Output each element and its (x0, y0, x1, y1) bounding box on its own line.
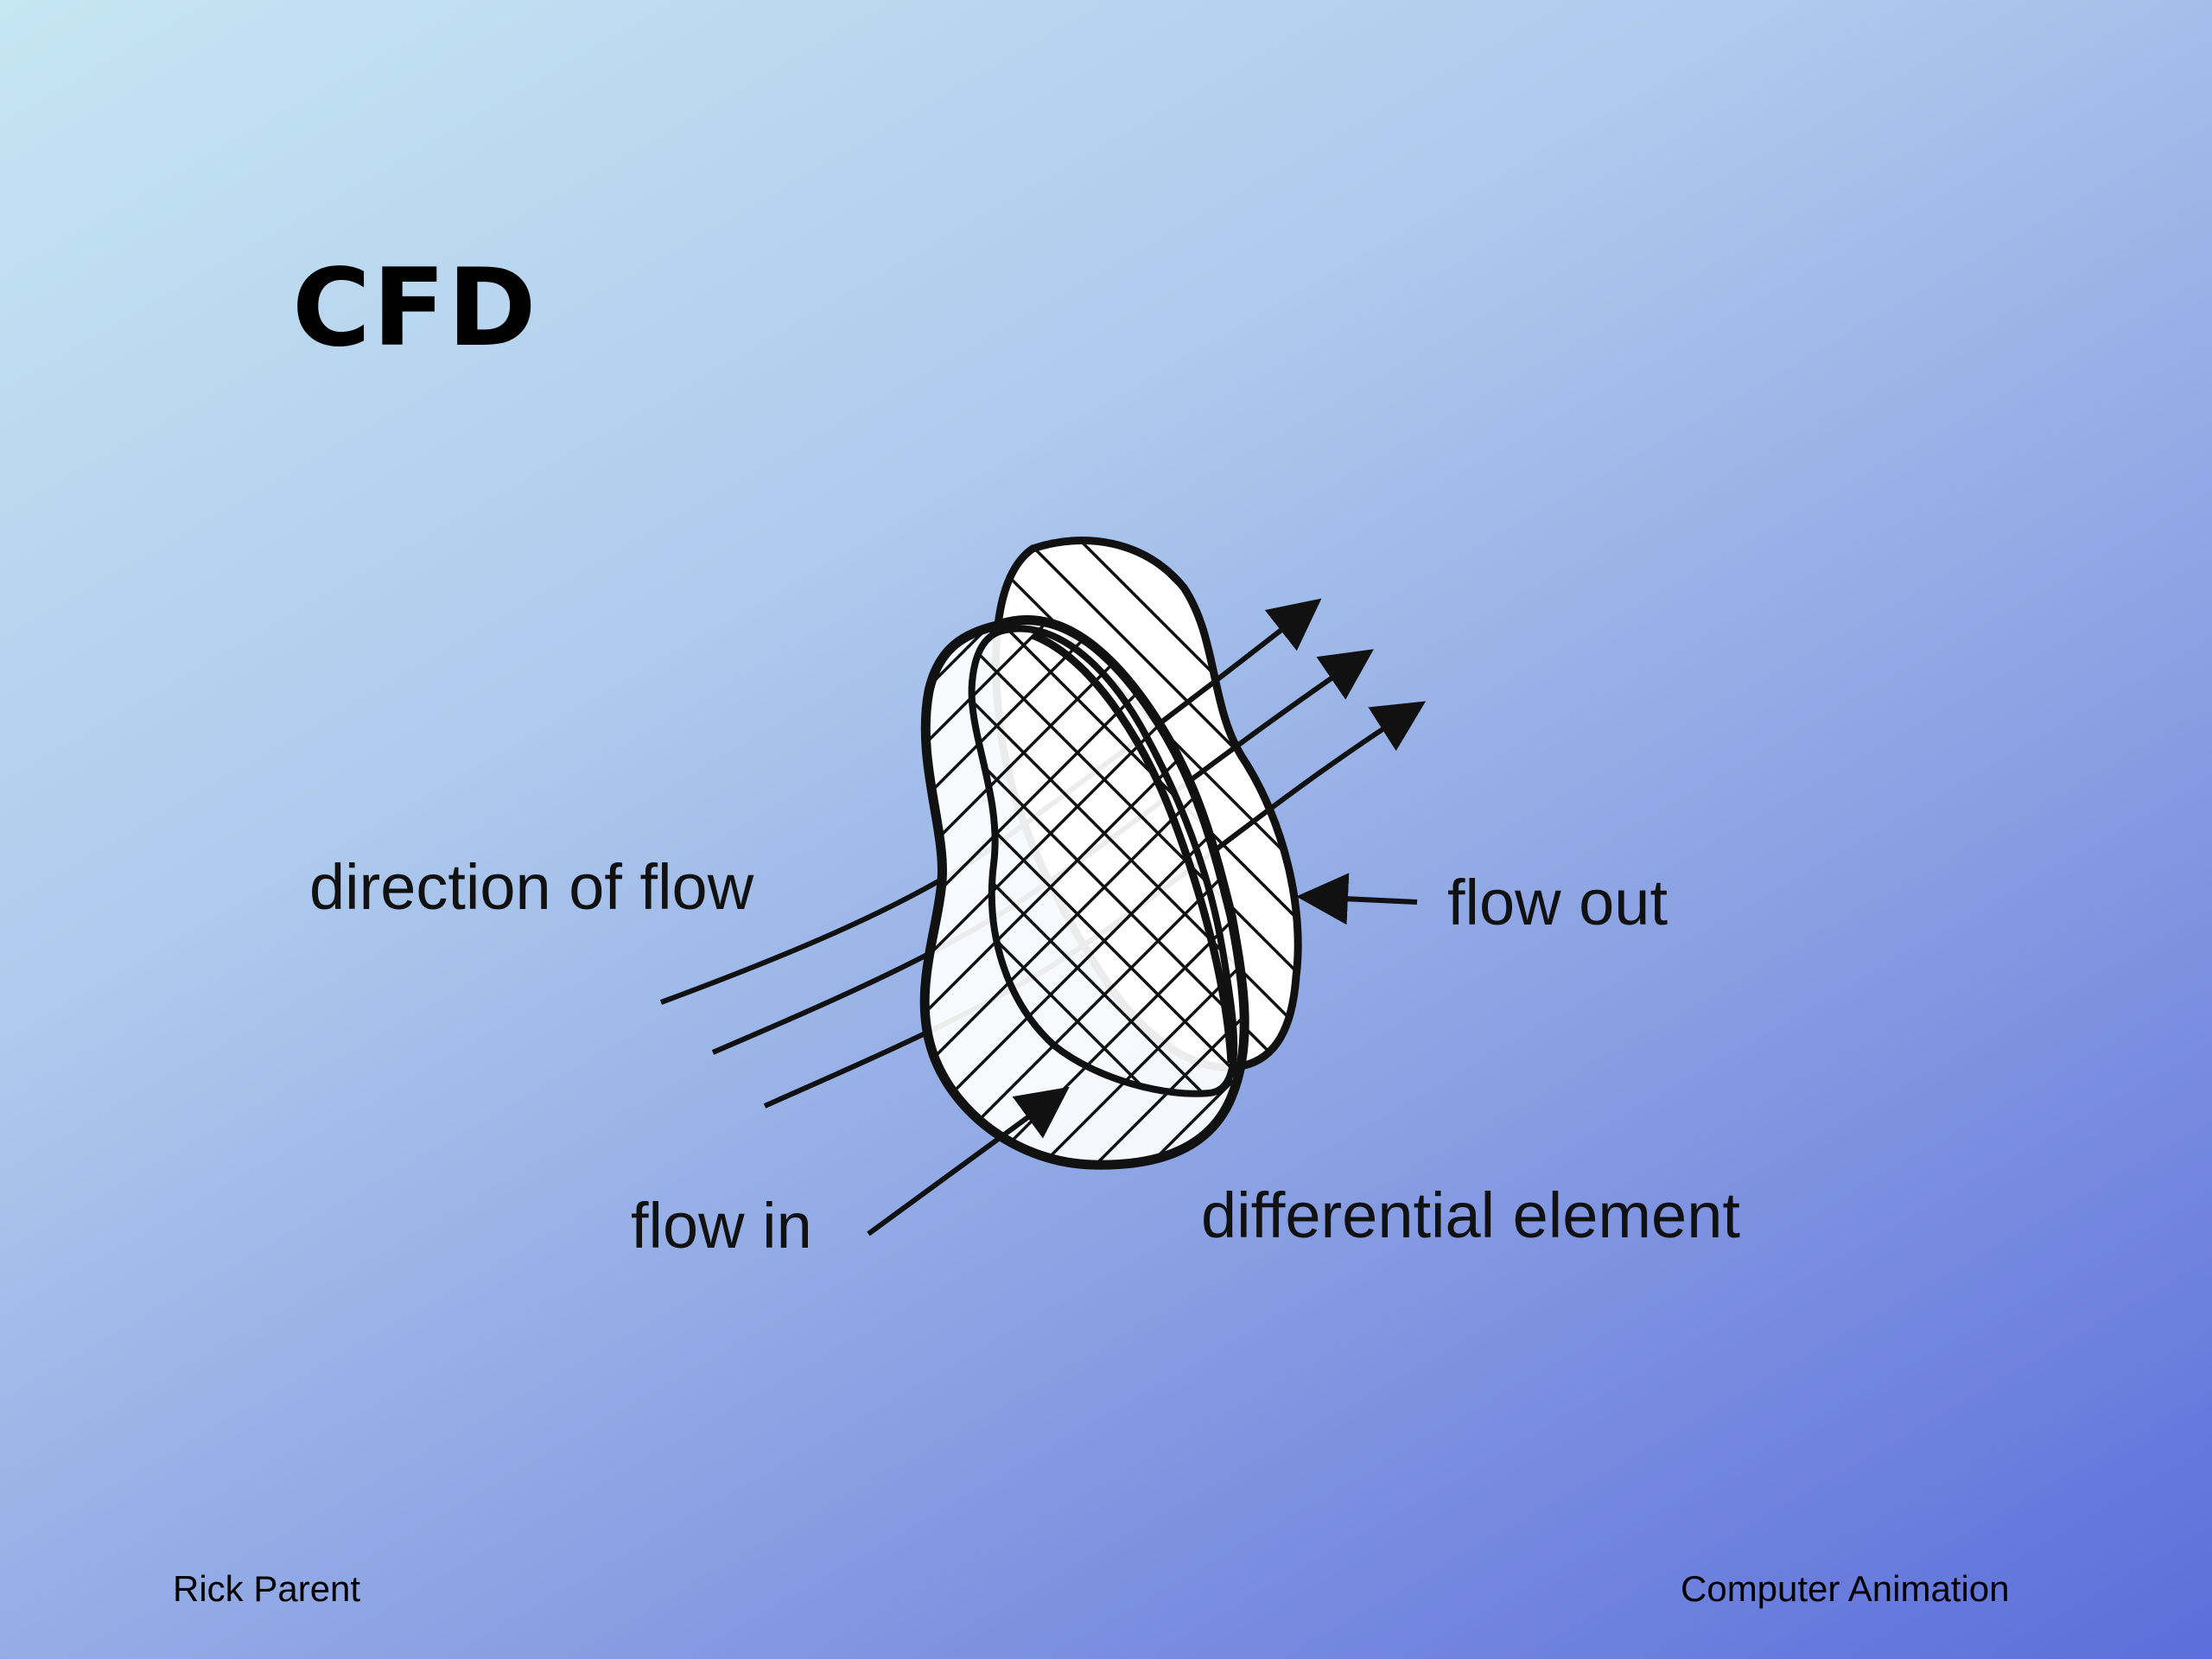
flow-out-arrow (1296, 873, 1418, 925)
footer-author: Rick Parent (173, 1568, 361, 1609)
direction-of-flow-label: direction of flow (309, 851, 754, 923)
differential-element-label: differential element (1201, 1179, 1740, 1251)
flow-in-label: flow in (631, 1190, 812, 1262)
footer-course: Computer Animation (1681, 1568, 2010, 1609)
flow-out-label: flow out (1447, 867, 1669, 938)
slide-title: CFD (292, 246, 538, 371)
element-front-face (919, 615, 1249, 1170)
pointer-arrows (867, 873, 1418, 1236)
flow-in-arrow (867, 1086, 1070, 1236)
